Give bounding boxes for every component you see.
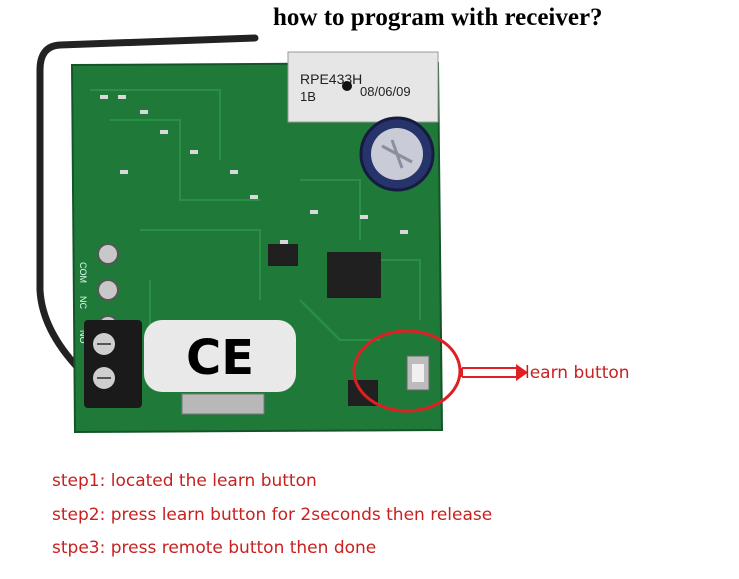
ic-chip-2 [268,244,298,266]
ce-label [144,320,296,392]
step-3: stpe3: press remote button then done [52,538,377,558]
callout-arrow [461,367,518,378]
pin-label-com: COM [78,262,88,283]
crystal [181,393,265,415]
ic-chip-1 [327,252,381,298]
module-label-1: RPE433H [300,71,362,87]
learn-button-label: learn button [525,363,630,383]
pin-label-no: NO [78,330,88,344]
rf-module [287,51,439,123]
step-1: step1: located the learn button [52,471,317,491]
module-label-2: 1B [300,89,316,104]
terminal-block [84,320,142,408]
learn-button-highlight [352,329,462,413]
antenna-wire [36,34,259,374]
module-date: 08/06/09 [360,84,411,99]
ce-mark: CE [186,330,254,386]
step-2: step2: press learn button for 2seconds t… [52,505,493,525]
pin-label-nc: NC [78,296,88,309]
page-title: how to program with receiver? [273,4,603,31]
